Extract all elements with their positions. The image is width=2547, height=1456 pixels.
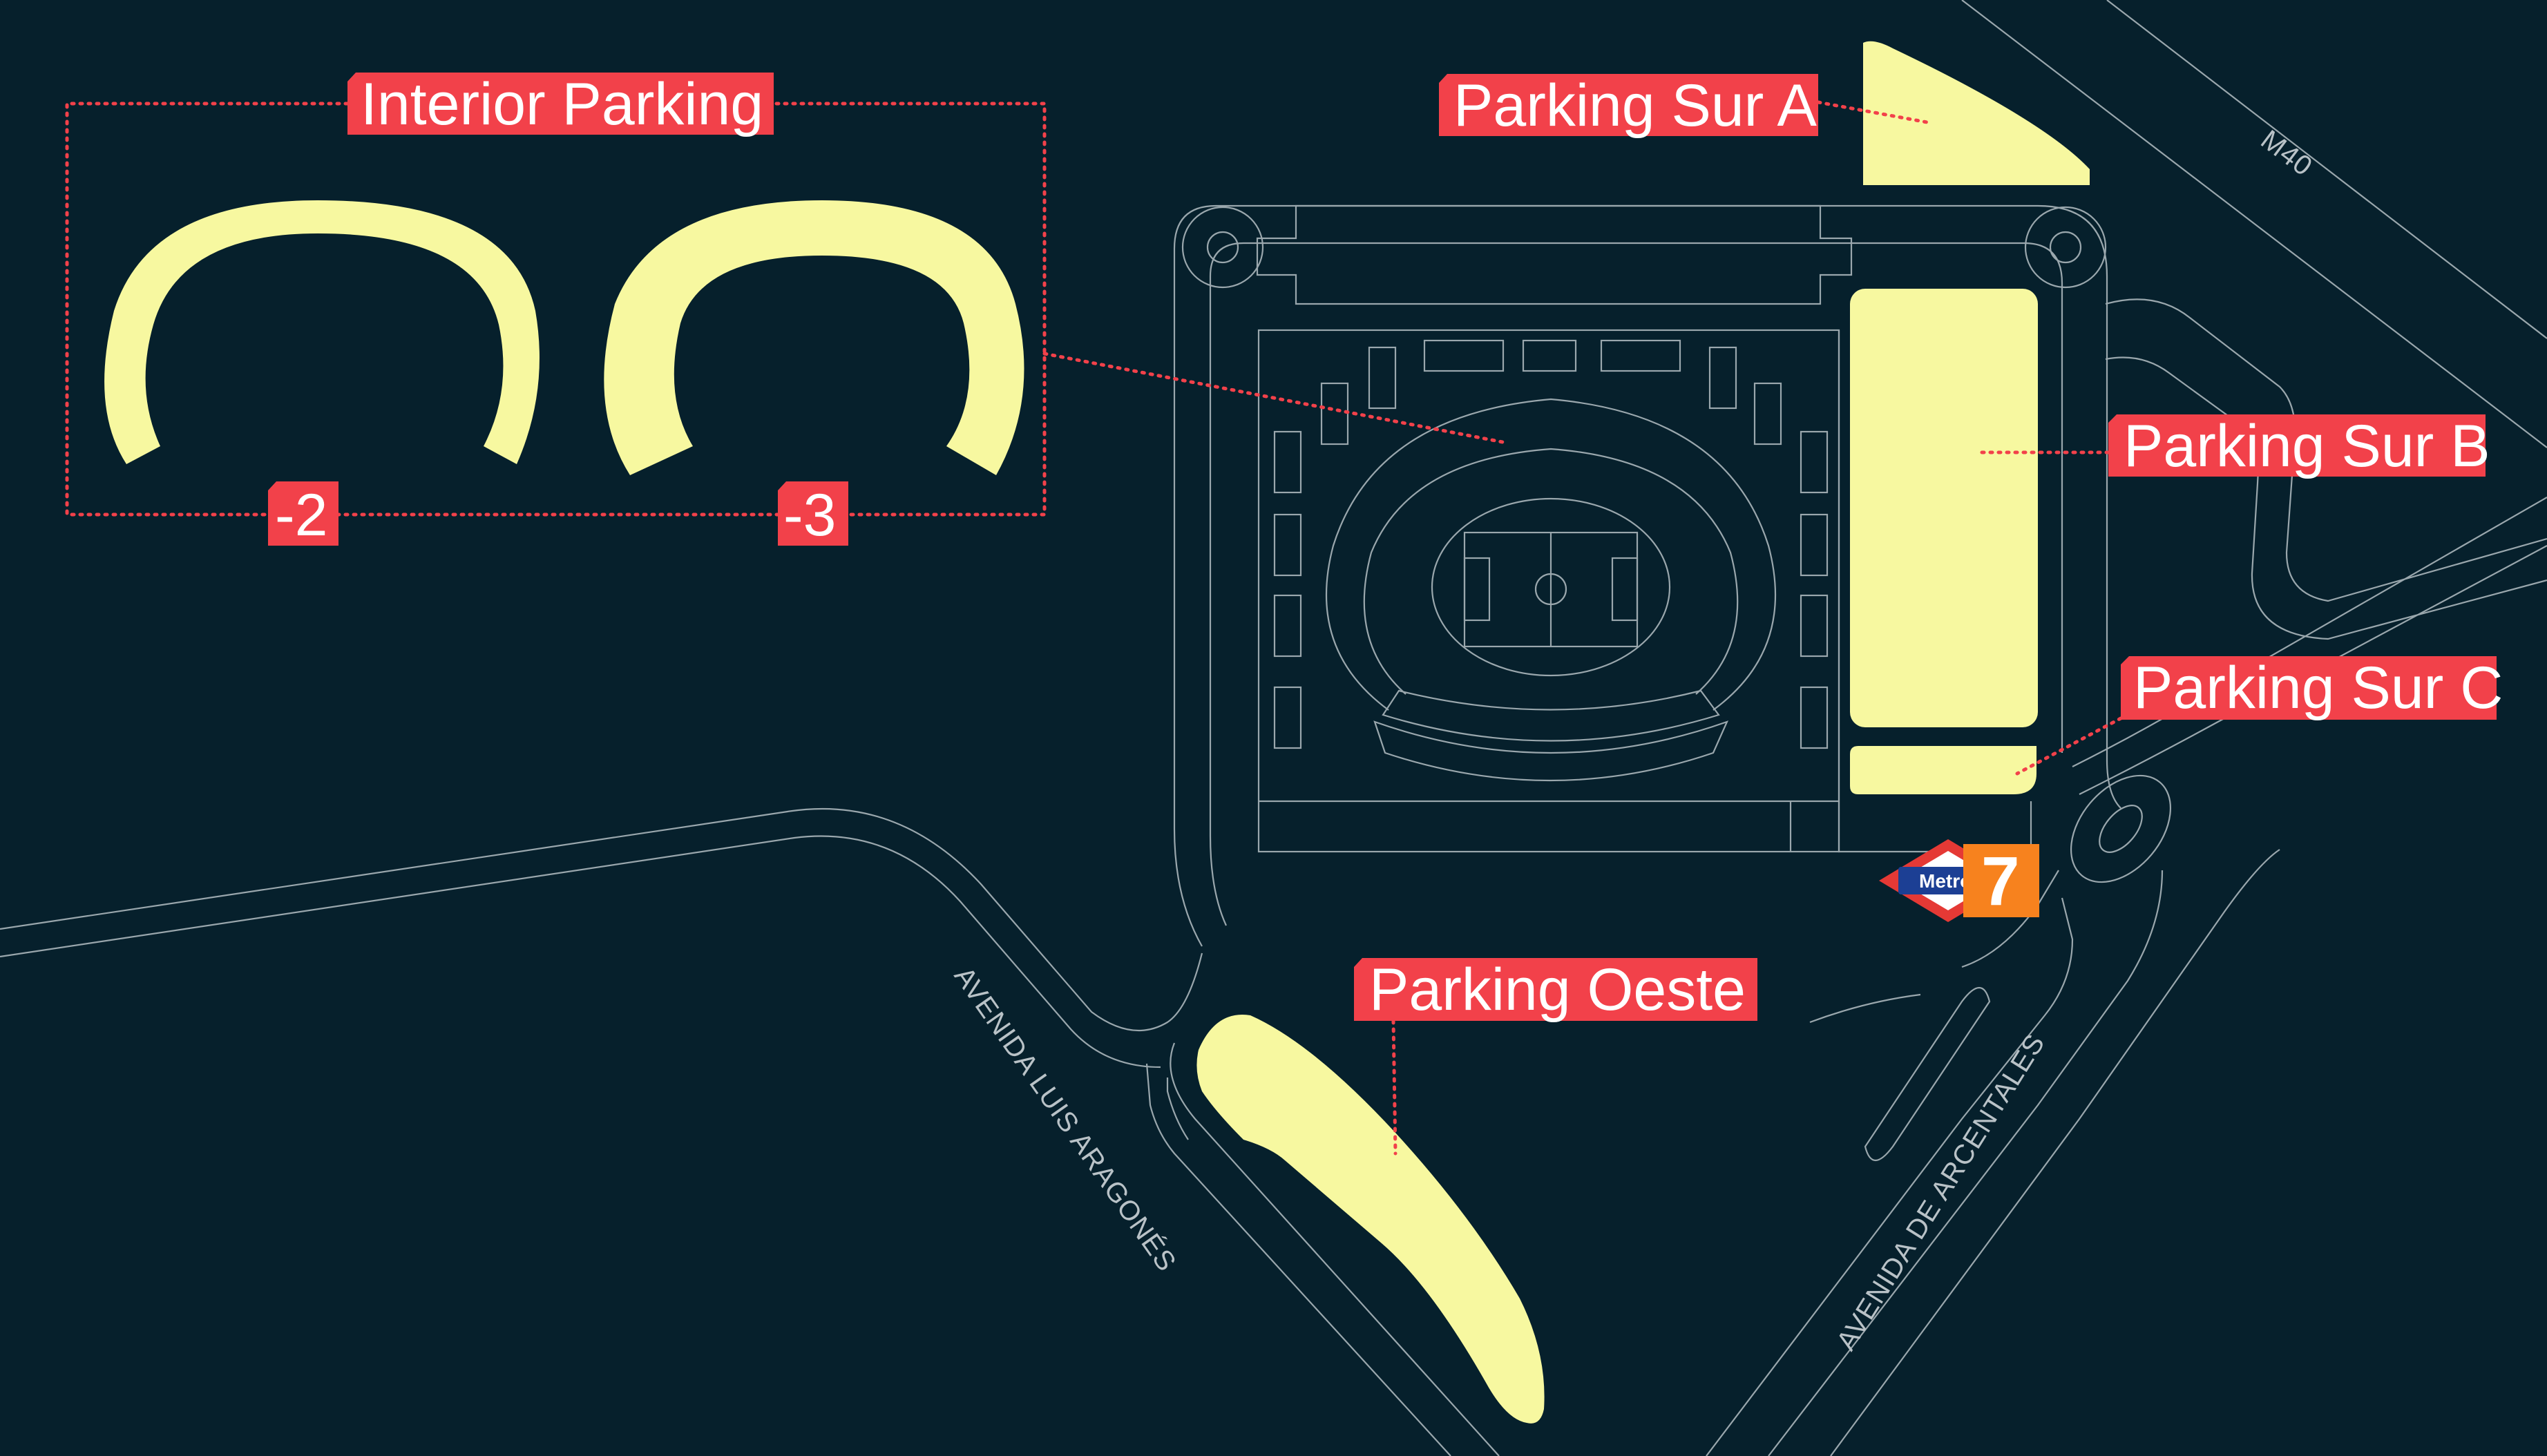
interior-parking-level-2[interactable] — [104, 200, 540, 464]
interior-parking-bracket — [65, 102, 1047, 517]
road-arcentales-2 — [1768, 870, 2164, 1456]
pitch-center-circle — [1534, 573, 1567, 606]
road-arcentales — [1706, 897, 2074, 1456]
road-arcentales-3 — [1830, 849, 2280, 1456]
stadium-inner-stand — [1363, 448, 1739, 695]
southwest-road-2 — [0, 835, 1161, 1069]
label-level-2[interactable]: -2 — [268, 481, 338, 548]
southwest-road — [0, 807, 1203, 1032]
label-interior-bg — [347, 73, 774, 135]
road-label-luis-aragones: AVENIDA LUIS ARAGONÉS — [948, 961, 1183, 1277]
label-sur-c-bg — [2121, 656, 2497, 720]
arcentales-median — [1864, 987, 1991, 1161]
metro-sign-text: Metro — [1919, 870, 1972, 892]
roundabout-se — [2070, 774, 2172, 883]
roundabout-ne-inner — [2049, 231, 2082, 264]
label-oeste-text: Parking Oeste — [1369, 957, 1746, 1023]
label-parking-sur-b[interactable]: Parking Sur B — [2108, 413, 2490, 479]
road-m40-edge-2 — [2106, 0, 2547, 339]
label-parking-oeste[interactable]: Parking Oeste — [1354, 957, 1757, 1023]
parking-sur-c-area[interactable] — [1850, 746, 2036, 794]
ring-road-outer — [1173, 204, 2121, 947]
stadium-precinct — [1257, 329, 1840, 853]
stadium-outer-stand — [1325, 398, 1777, 711]
parking-oeste-area[interactable] — [1196, 1015, 1545, 1424]
leader-lines — [65, 100, 2123, 1156]
parking-sur-b-area[interactable] — [1850, 289, 2038, 727]
label-interior-text: Interior Parking — [361, 71, 763, 137]
label-sur-a-text: Parking Sur A — [1453, 73, 1817, 139]
east-connector-road — [2072, 497, 2547, 795]
label-sur-a-bg — [1439, 74, 1818, 136]
building-9 — [1273, 513, 1302, 577]
building-8 — [1273, 430, 1302, 494]
stadium-south-stand — [1382, 689, 1720, 742]
roundabout-nw — [1181, 206, 1264, 289]
parking-sur-a-area[interactable] — [1863, 41, 2090, 185]
building-10 — [1273, 594, 1302, 658]
parking-areas — [104, 41, 2090, 1424]
stadium-bowl — [1431, 497, 1671, 677]
metro-line-7-badge[interactable]: 7 — [1963, 843, 2039, 920]
building-4 — [1368, 346, 1397, 410]
north-building — [1256, 204, 1853, 305]
building-2 — [1522, 339, 1577, 372]
roundabout-ne — [2024, 206, 2107, 289]
building-7 — [1753, 382, 1782, 446]
stadium-complex — [1256, 204, 2032, 853]
metro-line-7-text: 7 — [1981, 843, 2020, 920]
label-sur-b-text: Parking Sur B — [2124, 413, 2490, 479]
label-level-2-text: -2 — [275, 482, 327, 548]
metro-line-7-bg — [1963, 844, 2039, 917]
road-label-m40: M40 — [2255, 124, 2318, 182]
label-parking-sur-a[interactable]: Parking Sur A — [1439, 73, 1818, 139]
interior-parking-leader — [1042, 352, 1505, 444]
building-6 — [1320, 382, 1349, 446]
building-5 — [1708, 346, 1737, 410]
building-13 — [1800, 513, 1829, 577]
pitch-box-left — [1463, 557, 1491, 622]
label-oeste-bg — [1354, 958, 1757, 1021]
ring-road-inner — [1209, 242, 2063, 926]
road-luis-aragones-2 — [1145, 1063, 1451, 1456]
road-luis-aragones — [1166, 1042, 1500, 1456]
building-11 — [1273, 686, 1302, 749]
building-15 — [1800, 686, 1829, 749]
road-m40-edge-1 — [1961, 0, 2547, 448]
building-1 — [1423, 339, 1505, 372]
building-14 — [1800, 594, 1829, 658]
label-parking-sur-c[interactable]: Parking Sur C — [2121, 655, 2503, 721]
roundabout-nw-inner — [1206, 231, 1239, 264]
building-3 — [1600, 339, 1681, 372]
label-interior-parking[interactable]: Interior Parking — [347, 71, 774, 137]
building-12 — [1800, 430, 1829, 494]
roundabout-se-inner — [2099, 805, 2143, 853]
pitch-box-right — [1611, 557, 1639, 622]
interior-parking-level-3[interactable] — [604, 200, 1024, 475]
label-level-2-bg — [268, 481, 338, 546]
label-sur-c-text: Parking Sur C — [2133, 655, 2503, 721]
label-level-3-bg — [778, 481, 848, 546]
label-level-3-text: -3 — [783, 482, 836, 548]
parking-sur-c-leader — [2015, 716, 2123, 776]
label-sur-b-bg — [2108, 414, 2486, 477]
parking-sur-a-leader — [1816, 100, 1933, 125]
parking-oeste-leader — [1391, 1019, 1397, 1156]
label-level-3[interactable]: -3 — [778, 481, 848, 548]
stadium-south-stand-outer — [1373, 720, 1729, 782]
